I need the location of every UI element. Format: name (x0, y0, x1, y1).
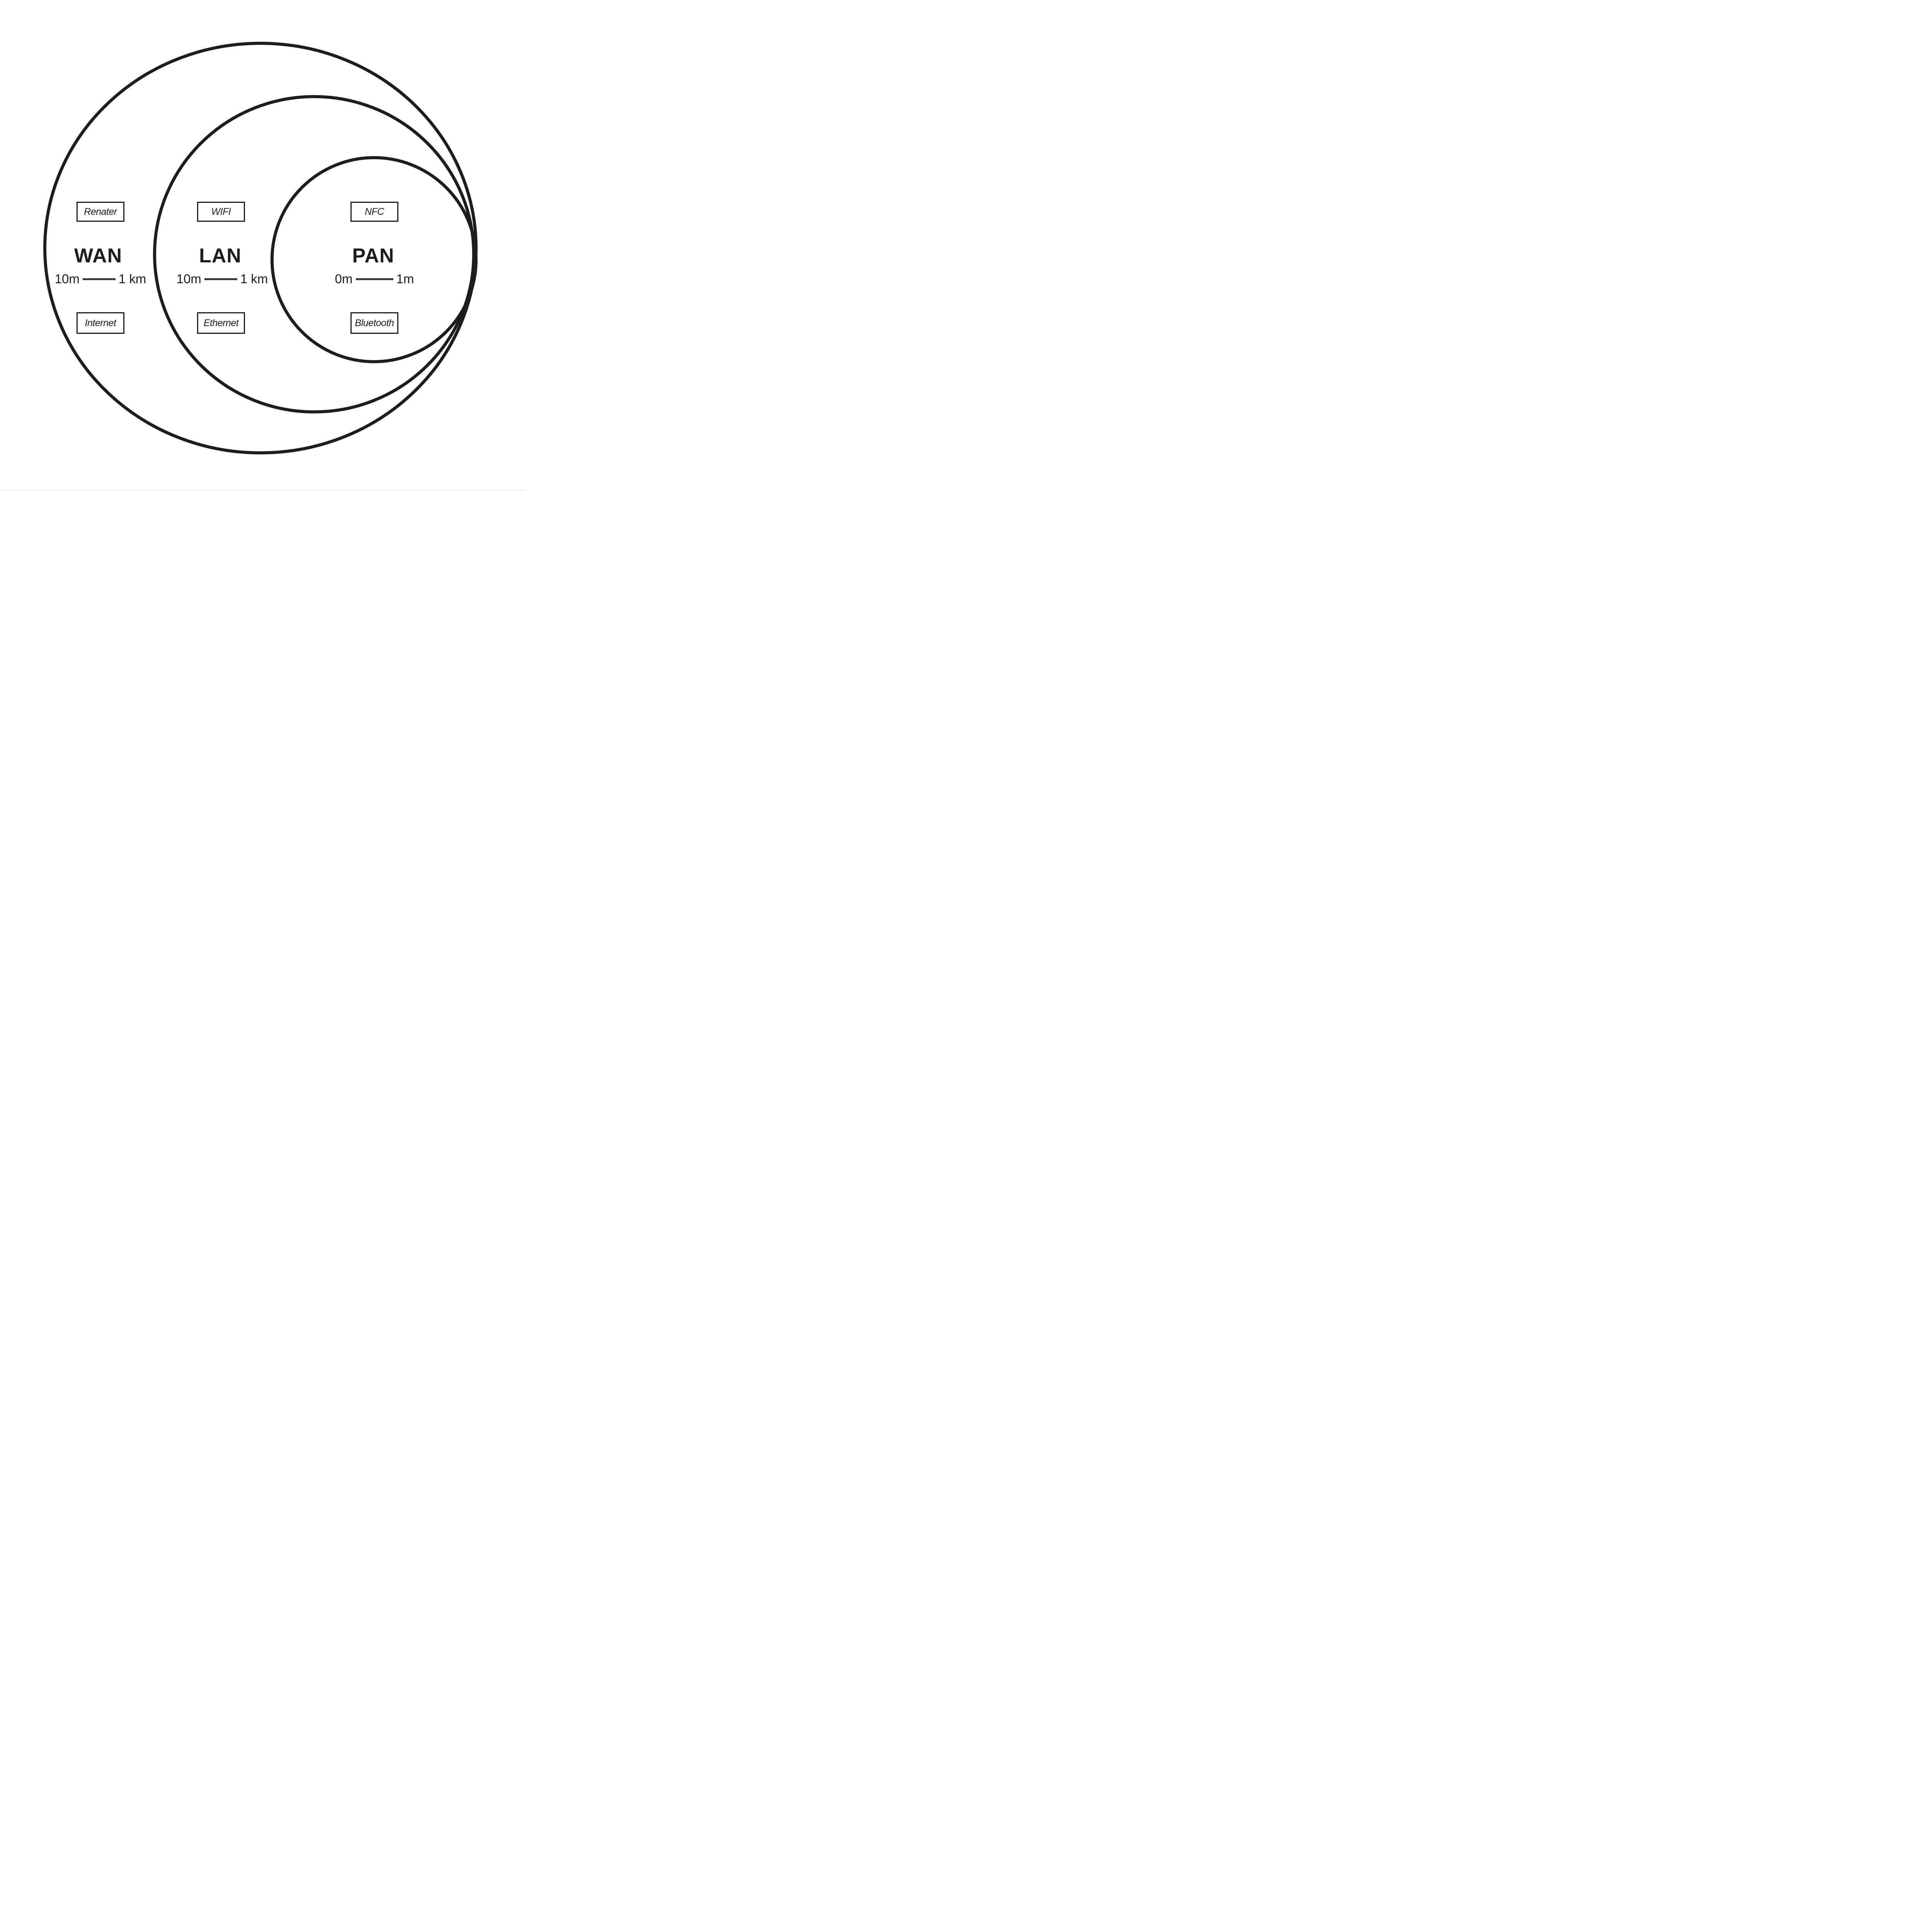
wifi-box: WIFI (197, 202, 245, 222)
pan-scale-line (355, 278, 393, 280)
ethernet-box: Ethernet (197, 312, 245, 334)
lan-scale-max: 1 km (240, 272, 268, 286)
nested-circles (43, 42, 478, 454)
nfc-box: NFC (350, 202, 398, 222)
bluetooth-box: Bluetooth (350, 312, 398, 334)
bluetooth-label: Bluetooth (355, 317, 394, 328)
network-ranges-diagram: Renater WAN 10m 1 km Internet WIFI LAN 1… (0, 0, 526, 490)
wan-title: WAN (74, 245, 122, 267)
pan-scale-min: 0m (335, 272, 353, 286)
renater-label: Renater (84, 206, 117, 217)
wan-scale-min: 10m (54, 272, 80, 286)
pan-title: PAN (352, 245, 395, 267)
pan-scale-max: 1m (396, 272, 414, 286)
lan-circle (153, 95, 475, 413)
ethernet-label: Ethernet (203, 317, 239, 328)
lan-scale-line (204, 278, 237, 280)
pan-scale: 0m 1m (309, 270, 440, 287)
wan-scale: 10m 1 km (35, 270, 166, 287)
nfc-label: NFC (365, 206, 384, 217)
lan-scale: 10m 1 km (156, 270, 288, 287)
lan-scale-min: 10m (176, 272, 201, 286)
internet-label: Internet (85, 317, 116, 328)
internet-box: Internet (77, 312, 124, 334)
wan-scale-max: 1 km (118, 272, 146, 286)
wifi-label: WIFI (211, 206, 231, 217)
lan-title: LAN (199, 245, 242, 267)
pan-circle (270, 156, 478, 363)
wan-scale-line (82, 278, 116, 280)
renater-box: Renater (77, 202, 124, 222)
